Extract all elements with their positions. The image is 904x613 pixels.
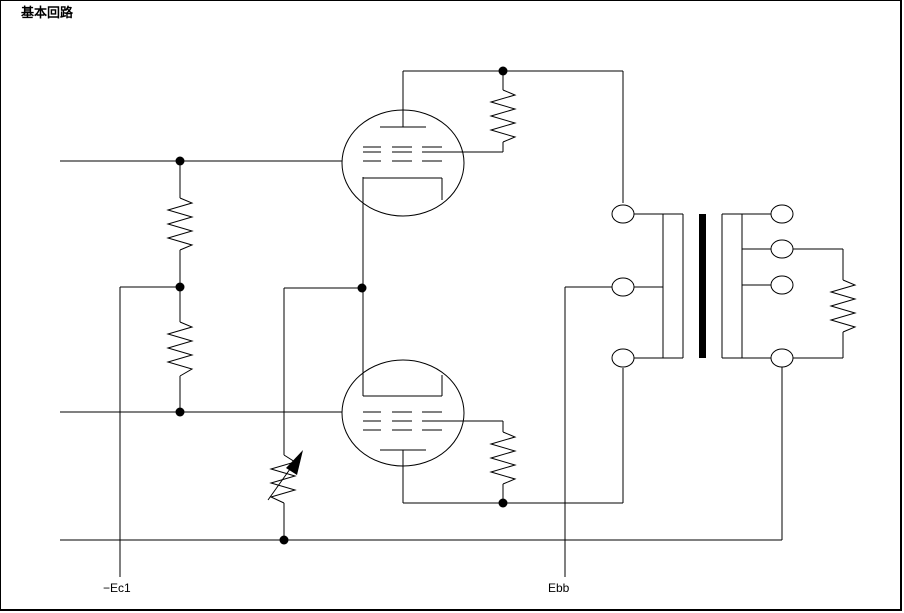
grid-resistor-lower bbox=[166, 287, 194, 412]
secondary-terminal-1 bbox=[770, 204, 794, 224]
cathode-bus bbox=[283, 177, 364, 455]
diagram-title: 基本回路 bbox=[21, 6, 74, 21]
ebb-supply-line bbox=[564, 286, 612, 577]
junction-dot bbox=[498, 66, 508, 76]
secondary-terminal-4 bbox=[770, 348, 794, 368]
transformer-core bbox=[699, 214, 706, 358]
label-neg-bias: −Ec1 bbox=[103, 581, 131, 595]
primary-terminal-top bbox=[611, 204, 635, 224]
secondary-terminal-2 bbox=[770, 239, 794, 259]
screen-resistor-upper bbox=[464, 71, 517, 153]
label-ebb: Ebb bbox=[548, 581, 570, 595]
bias-line bbox=[119, 286, 180, 577]
secondary-terminal-3 bbox=[770, 275, 794, 295]
junction-dot bbox=[498, 498, 508, 508]
junction-dot bbox=[279, 535, 289, 545]
variable-arrow-icon bbox=[286, 450, 303, 475]
screen-resistor-lower bbox=[464, 420, 517, 503]
junction-dot bbox=[357, 283, 367, 293]
grid-resistor-upper bbox=[166, 161, 194, 287]
junction-dot bbox=[175, 282, 185, 292]
primary-terminal-center bbox=[611, 277, 635, 297]
junction-dot bbox=[175, 407, 185, 417]
output-transformer bbox=[611, 204, 794, 368]
junction-dot bbox=[175, 156, 185, 166]
load-resistor bbox=[793, 248, 857, 359]
vacuum-tube-upper bbox=[341, 107, 465, 217]
primary-terminal-bottom bbox=[611, 348, 635, 368]
vacuum-tube-lower bbox=[341, 359, 465, 503]
lower-plate-wiring bbox=[403, 368, 624, 504]
variable-resistor bbox=[267, 450, 303, 540]
upper-plate-wiring bbox=[402, 70, 624, 203]
